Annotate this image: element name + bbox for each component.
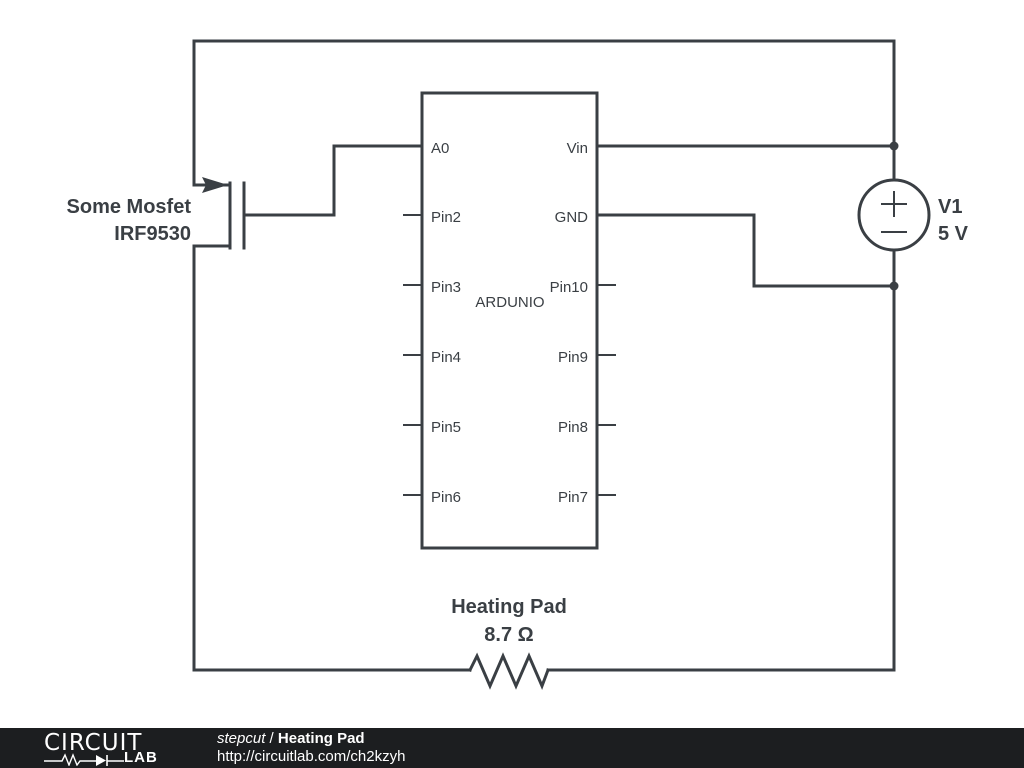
- arduino-left-stubs: [403, 214, 423, 496]
- logo-wordmark-top: CIRCUIT: [44, 730, 143, 756]
- logo-wave-icon: [44, 753, 124, 766]
- mosfet-part: IRF9530: [114, 223, 191, 245]
- footer-bar: CIRCUIT LAB stepcut / Heating Pad http:/…: [0, 728, 1024, 768]
- junction-dot: [889, 141, 899, 151]
- circuitlab-logo[interactable]: CIRCUIT LAB: [44, 730, 174, 766]
- mosfet-symbol: [202, 177, 246, 250]
- pin-label-right: Vin: [567, 140, 588, 157]
- arduino-block: [420, 91, 599, 550]
- pin-label-right: Pin7: [558, 489, 588, 506]
- author-link[interactable]: stepcut: [217, 730, 266, 747]
- circuit-meta: stepcut / Heating Pad http://circuitlab.…: [217, 730, 405, 766]
- load-value: 8.7 Ω: [484, 624, 533, 646]
- pin-label-right: Pin10: [550, 279, 588, 296]
- wire-gate: [242, 144, 424, 217]
- pin-label-left: Pin2: [431, 209, 461, 226]
- pin-label-left: Pin6: [431, 489, 461, 506]
- wire-gnd: [595, 213, 896, 288]
- arduino-right-stubs: [596, 284, 616, 496]
- pin-label-right: Pin9: [558, 349, 588, 366]
- circuit-url-link[interactable]: http://circuitlab.com/ch2kzyh: [217, 748, 406, 765]
- logo-wordmark-bottom: LAB: [124, 749, 158, 766]
- pin-label-left: A0: [431, 140, 449, 157]
- load-name: Heating Pad: [451, 596, 567, 618]
- mosfet-name: Some Mosfet: [67, 196, 192, 218]
- junction-dot: [889, 281, 899, 291]
- pin-label-left: Pin5: [431, 419, 461, 436]
- pin-label-left: Pin3: [431, 279, 461, 296]
- pin-label-left: Pin4: [431, 349, 461, 366]
- wire-bottom: [192, 244, 472, 672]
- source-value: 5 V: [938, 223, 969, 245]
- wire-bottom-right: [546, 284, 896, 672]
- byline-separator: /: [265, 730, 278, 747]
- resistor-symbol: [467, 652, 550, 691]
- source-name: V1: [938, 196, 962, 218]
- circuit-title: Heating Pad: [277, 730, 365, 747]
- circuit-byline: stepcut / Heating Pad: [217, 730, 405, 748]
- circuit-schematic: Some Mosfet IRF9530 A0 Pin2 Pin3 Pin4 Pi…: [67, 39, 969, 691]
- pin-label-right: GND: [555, 209, 589, 226]
- wire-top: [192, 39, 896, 187]
- voltage-source-symbol: [857, 178, 931, 252]
- arduino-label: ARDUNIO: [475, 294, 544, 311]
- pin-label-right: Pin8: [558, 419, 588, 436]
